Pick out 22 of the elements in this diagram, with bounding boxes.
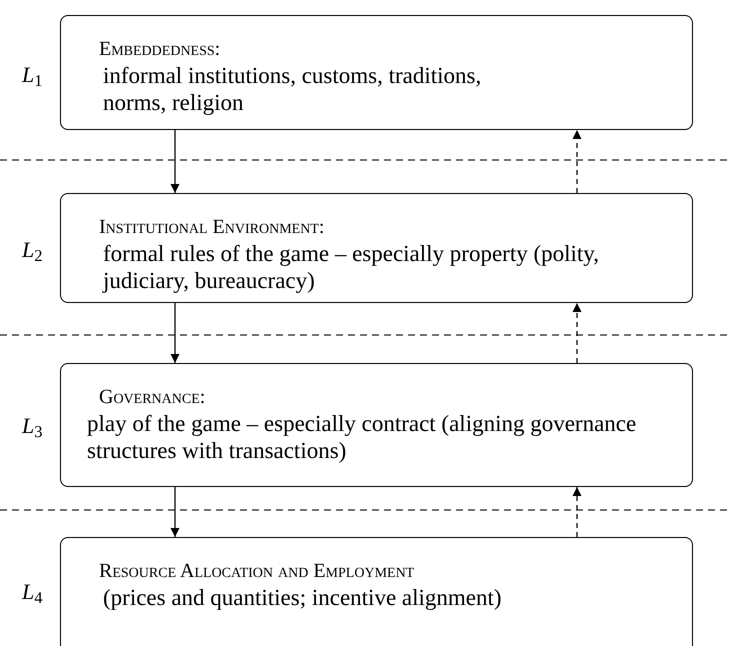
box-description: formal rules of the game – especially property (polity, judiciary, bureaucracy) — [101, 240, 600, 294]
level-label: L$_{3}$ — [22, 415, 42, 437]
box-description: (prices and quantities; incentive alignment) — [102, 584, 502, 611]
level-box — [60, 15, 693, 130]
level-label: L$_{2}$ — [22, 239, 42, 261]
level-box — [60, 363, 693, 487]
box-description: play of the game – especially contract (aligning governance structures with transactions) — [86, 410, 638, 464]
arrow — [572, 130, 582, 193]
box-heading: Institutional Environment: — [99, 215, 324, 240]
arrow — [170, 303, 180, 363]
level-box — [60, 537, 693, 646]
box-heading: Resource Allocation and Employment — [99, 559, 414, 584]
arrow — [170, 130, 180, 193]
arrow — [170, 487, 180, 537]
arrow — [572, 303, 582, 363]
level-box — [60, 193, 693, 303]
box-heading: Governance: — [99, 385, 206, 410]
level-label: L$_{4}$ — [22, 581, 42, 603]
arrow — [572, 487, 582, 537]
box-heading: Embeddedness: — [99, 37, 220, 62]
box-description: informal institutions, customs, traditions, norms, religion — [102, 62, 482, 116]
level-label: L$_{1}$ — [22, 64, 42, 86]
